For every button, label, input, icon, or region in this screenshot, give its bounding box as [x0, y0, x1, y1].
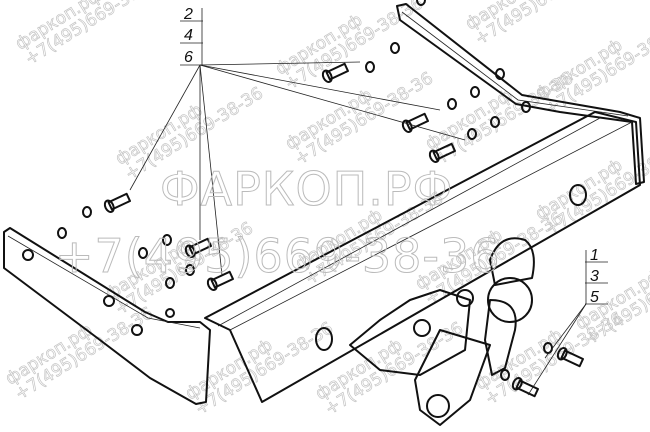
- bracket-hole: [521, 101, 531, 113]
- bolt: [556, 347, 585, 368]
- mount-nut: [413, 319, 431, 337]
- bracket-nut: [165, 308, 175, 318]
- callout-label-5: 5: [590, 289, 599, 306]
- bolt: [511, 377, 540, 398]
- bolt-head: [184, 244, 196, 258]
- bolt-head: [401, 119, 413, 133]
- leader-lines-right: [527, 250, 608, 396]
- watermark-brand: ФАРКОП.РФ: [160, 162, 453, 216]
- washer: [165, 277, 175, 289]
- washer: [490, 116, 500, 128]
- bracket-edge: [7, 235, 201, 329]
- ball-cap: [489, 237, 535, 286]
- fastener-group: [57, 42, 585, 398]
- bolt: [401, 112, 430, 133]
- washer: [162, 234, 172, 246]
- tow-plate: [349, 289, 471, 376]
- bolt-head: [321, 69, 333, 83]
- bolt: [428, 142, 457, 163]
- washer: [390, 42, 400, 54]
- bracket-nut: [22, 249, 34, 261]
- washer: [365, 61, 375, 73]
- callout-label-1: 1: [590, 247, 599, 264]
- washer: [500, 369, 510, 381]
- washer: [447, 98, 457, 110]
- beam-hole: [315, 327, 333, 351]
- callout-label-4: 4: [184, 27, 193, 44]
- bracket-nut: [103, 295, 115, 307]
- washer: [185, 264, 195, 276]
- socket-hole: [426, 394, 450, 418]
- bolt-head: [428, 149, 440, 163]
- beam-edge: [229, 121, 633, 331]
- ball-neck: [484, 299, 517, 376]
- washer: [57, 227, 67, 239]
- bracket-nut: [131, 324, 143, 336]
- bolt-head: [556, 347, 568, 361]
- leader-lines-left: [129, 8, 466, 276]
- bracket-hole: [495, 68, 505, 80]
- beam-hole: [569, 184, 587, 206]
- callout-label-6: 6: [184, 49, 193, 66]
- watermark-small: +7(495)669-38-36: [542, 18, 650, 119]
- left-mounting-bracket: [3, 227, 211, 405]
- washer: [470, 86, 480, 98]
- bolt: [321, 62, 350, 83]
- beam-edge: [217, 117, 601, 327]
- bolt: [184, 237, 213, 258]
- mount-nut: [456, 289, 474, 307]
- watermark-phone: +7(495)669-38-36: [55, 229, 501, 283]
- washer: [82, 206, 92, 218]
- callout-label-2: 2: [183, 6, 193, 23]
- bolt-head: [511, 377, 523, 391]
- bolt: [206, 270, 235, 291]
- washer: [467, 128, 477, 140]
- bolt-head: [206, 277, 218, 291]
- callout-label-3: 3: [590, 268, 599, 285]
- bolt-head: [103, 199, 115, 213]
- socket-plate: [414, 329, 491, 426]
- tow-ball: [487, 277, 533, 323]
- bracket-hole: [416, 0, 426, 6]
- bracket-edge: [401, 11, 629, 117]
- washer: [543, 342, 553, 354]
- bolt: [103, 192, 132, 213]
- washer: [138, 247, 148, 259]
